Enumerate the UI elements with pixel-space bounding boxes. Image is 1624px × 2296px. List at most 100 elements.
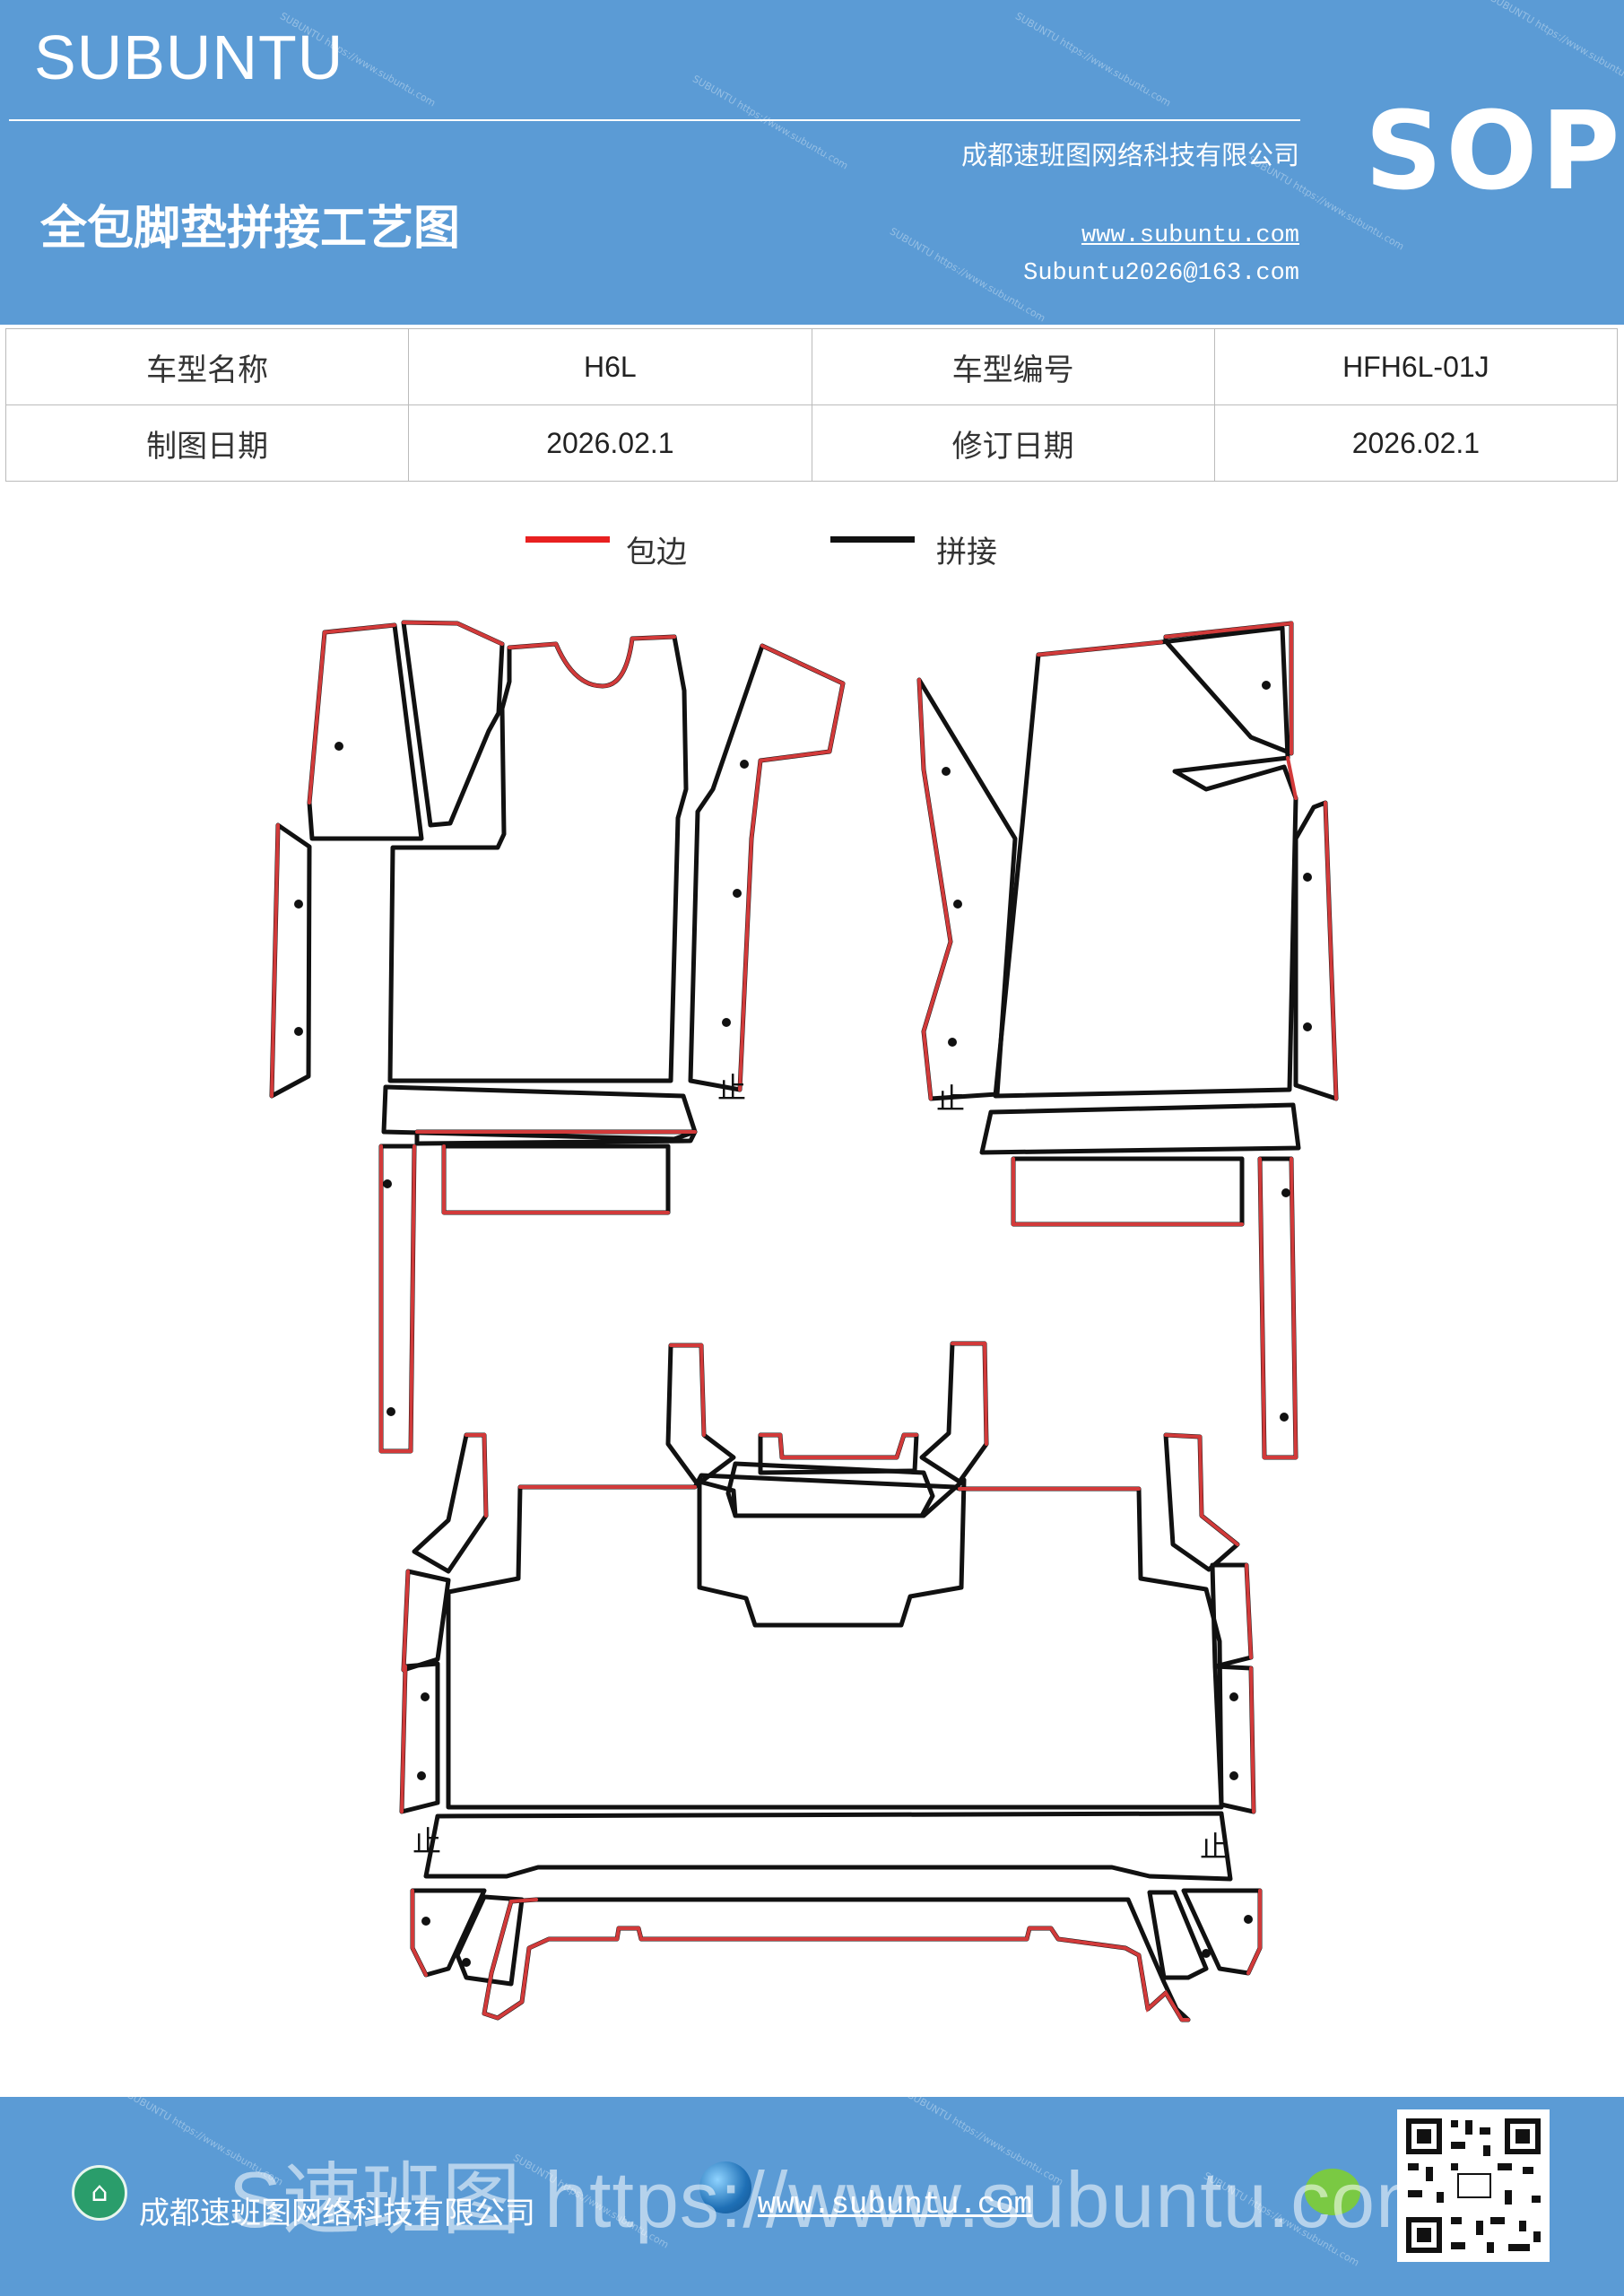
mat-piece: [482, 1897, 1191, 2022]
mat-piece: [993, 625, 1298, 1099]
fastener-hole: [294, 1027, 303, 1036]
mat-piece: [979, 1102, 1301, 1155]
edge-segment: [379, 1144, 416, 1453]
edge-segment: [1164, 1433, 1239, 1546]
fastener-hole: [334, 742, 343, 751]
edge-segment: [1286, 756, 1298, 800]
revision-date-value: 2026.02.1: [1213, 404, 1619, 482]
model-code-label: 车型编号: [811, 328, 1215, 405]
footer-company: 成都速班图网络科技有限公司: [139, 2196, 535, 2231]
edge-segment: [759, 1433, 918, 1459]
fastener-hole: [948, 1038, 957, 1047]
mat-piece: [1011, 1156, 1245, 1227]
edge-segment: [508, 635, 676, 689]
mat-piece: [410, 1888, 487, 1978]
fastener-hole: [462, 1958, 471, 1967]
mat-piece: [1293, 800, 1339, 1101]
fastener-hole: [942, 767, 951, 776]
fastener-hole: [1280, 1413, 1289, 1422]
edge-segment: [951, 1342, 988, 1446]
info-table: 车型名称 H6L 车型编号 HFH6L-01J 制图日期 2026.02.1 修…: [4, 328, 1619, 482]
table-row: 制图日期 2026.02.1 修订日期 2026.02.1: [4, 404, 1619, 482]
building-icon: ⌂: [72, 2165, 127, 2221]
mat-piece: [441, 1144, 671, 1215]
mat-piece: [412, 1432, 489, 1574]
mat-piece: [446, 1473, 1224, 1810]
stop-mark: 止: [717, 1071, 746, 1105]
fastener-hole: [1244, 1915, 1253, 1924]
fastener-hole: [421, 1917, 430, 1926]
edge-segment: [1249, 1666, 1255, 1813]
qr-code-icon: [1397, 2109, 1550, 2262]
edge-segment: [1246, 1889, 1262, 1975]
mat-piece: [401, 1569, 451, 1673]
edge-segment: [482, 1898, 1190, 2022]
mat-piece: [688, 643, 846, 1092]
edge-segment: [402, 1570, 410, 1672]
fastener-hole: [1281, 1188, 1290, 1197]
email-address: Subuntu2026@163.com: [1023, 260, 1299, 287]
fastener-holes: [294, 681, 1312, 1967]
edge-segment: [270, 823, 280, 1098]
edge-segment: [1037, 640, 1163, 657]
fastener-hole: [1229, 1771, 1238, 1780]
legend-label-edge: 包边: [626, 535, 687, 570]
model-name-value: H6L: [408, 328, 812, 405]
stop-mark: 止: [413, 1824, 441, 1858]
wechat-icon: [1305, 2169, 1360, 2215]
company-name: 成都速班图网络科技有限公司: [960, 140, 1299, 170]
website-link[interactable]: www.subuntu.com: [1081, 222, 1299, 249]
edge-segment: [738, 644, 846, 1091]
fastener-hole: [1262, 681, 1271, 690]
footer-website-link[interactable]: www.subuntu.com: [758, 2188, 1033, 2222]
sop-badge: SOP: [1365, 90, 1624, 214]
mat-piece: [401, 620, 505, 828]
fastener-hole: [383, 1179, 392, 1188]
drawing-date-label: 制图日期: [4, 404, 410, 482]
edge-segment: [1164, 621, 1293, 755]
fastener-hole: [740, 760, 749, 769]
drawing-date-value: 2026.02.1: [408, 404, 812, 482]
mat-piece: [455, 1894, 525, 1987]
edge-segment: [1258, 1157, 1298, 1459]
edge-segment: [400, 1665, 407, 1813]
mat-piece: [1147, 1890, 1209, 1980]
stop-mark: 止: [1200, 1830, 1229, 1864]
fastener-hole: [421, 1692, 430, 1701]
mat-piece: [1181, 1888, 1263, 1976]
mat-piece: [307, 622, 424, 841]
edge-segment: [1012, 1157, 1244, 1226]
red-edge-binding: [270, 621, 1338, 2022]
footer-watermark-text: S速班图 https://www.subuntu.com: [229, 2155, 1443, 2244]
fastener-hole: [1303, 873, 1312, 882]
stop-marks: 止 止 止 止: [413, 1071, 1229, 1864]
mat-piece: [399, 1661, 440, 1814]
mat-piece: [378, 1144, 417, 1454]
mat-piece: [423, 1811, 1233, 1882]
header-banner: SUBUNTU https://www.subuntu.com SUBUNTU …: [0, 0, 1624, 325]
page-title: 全包脚垫拼接工艺图: [40, 202, 461, 256]
mat-piece: [919, 1341, 989, 1484]
header-divider: [9, 119, 1300, 121]
edge-segment: [465, 1433, 488, 1518]
model-code-value: HFH6L-01J: [1213, 328, 1619, 405]
black-seam-outlines: [269, 620, 1339, 2022]
mat-piece: [387, 634, 689, 1083]
legend-swatch-edge: [525, 536, 610, 543]
edge-segment: [1245, 1563, 1253, 1659]
revision-date-label: 修订日期: [811, 404, 1215, 482]
edge-segment: [402, 621, 504, 646]
edge-segment: [323, 623, 396, 634]
fastener-hole: [733, 889, 742, 898]
globe-icon: [699, 2161, 751, 2213]
edge-segment: [669, 1344, 706, 1437]
edge-segment: [917, 678, 953, 1100]
edge-segment: [1324, 801, 1338, 1100]
fastener-hole: [1303, 1022, 1312, 1031]
fastener-hole: [953, 900, 962, 909]
table-row: 车型名称 H6L 车型编号 HFH6L-01J: [4, 328, 1619, 405]
stop-mark: 止: [936, 1082, 965, 1116]
model-name-label: 车型名称: [4, 328, 410, 405]
fastener-hole: [1202, 1949, 1211, 1958]
